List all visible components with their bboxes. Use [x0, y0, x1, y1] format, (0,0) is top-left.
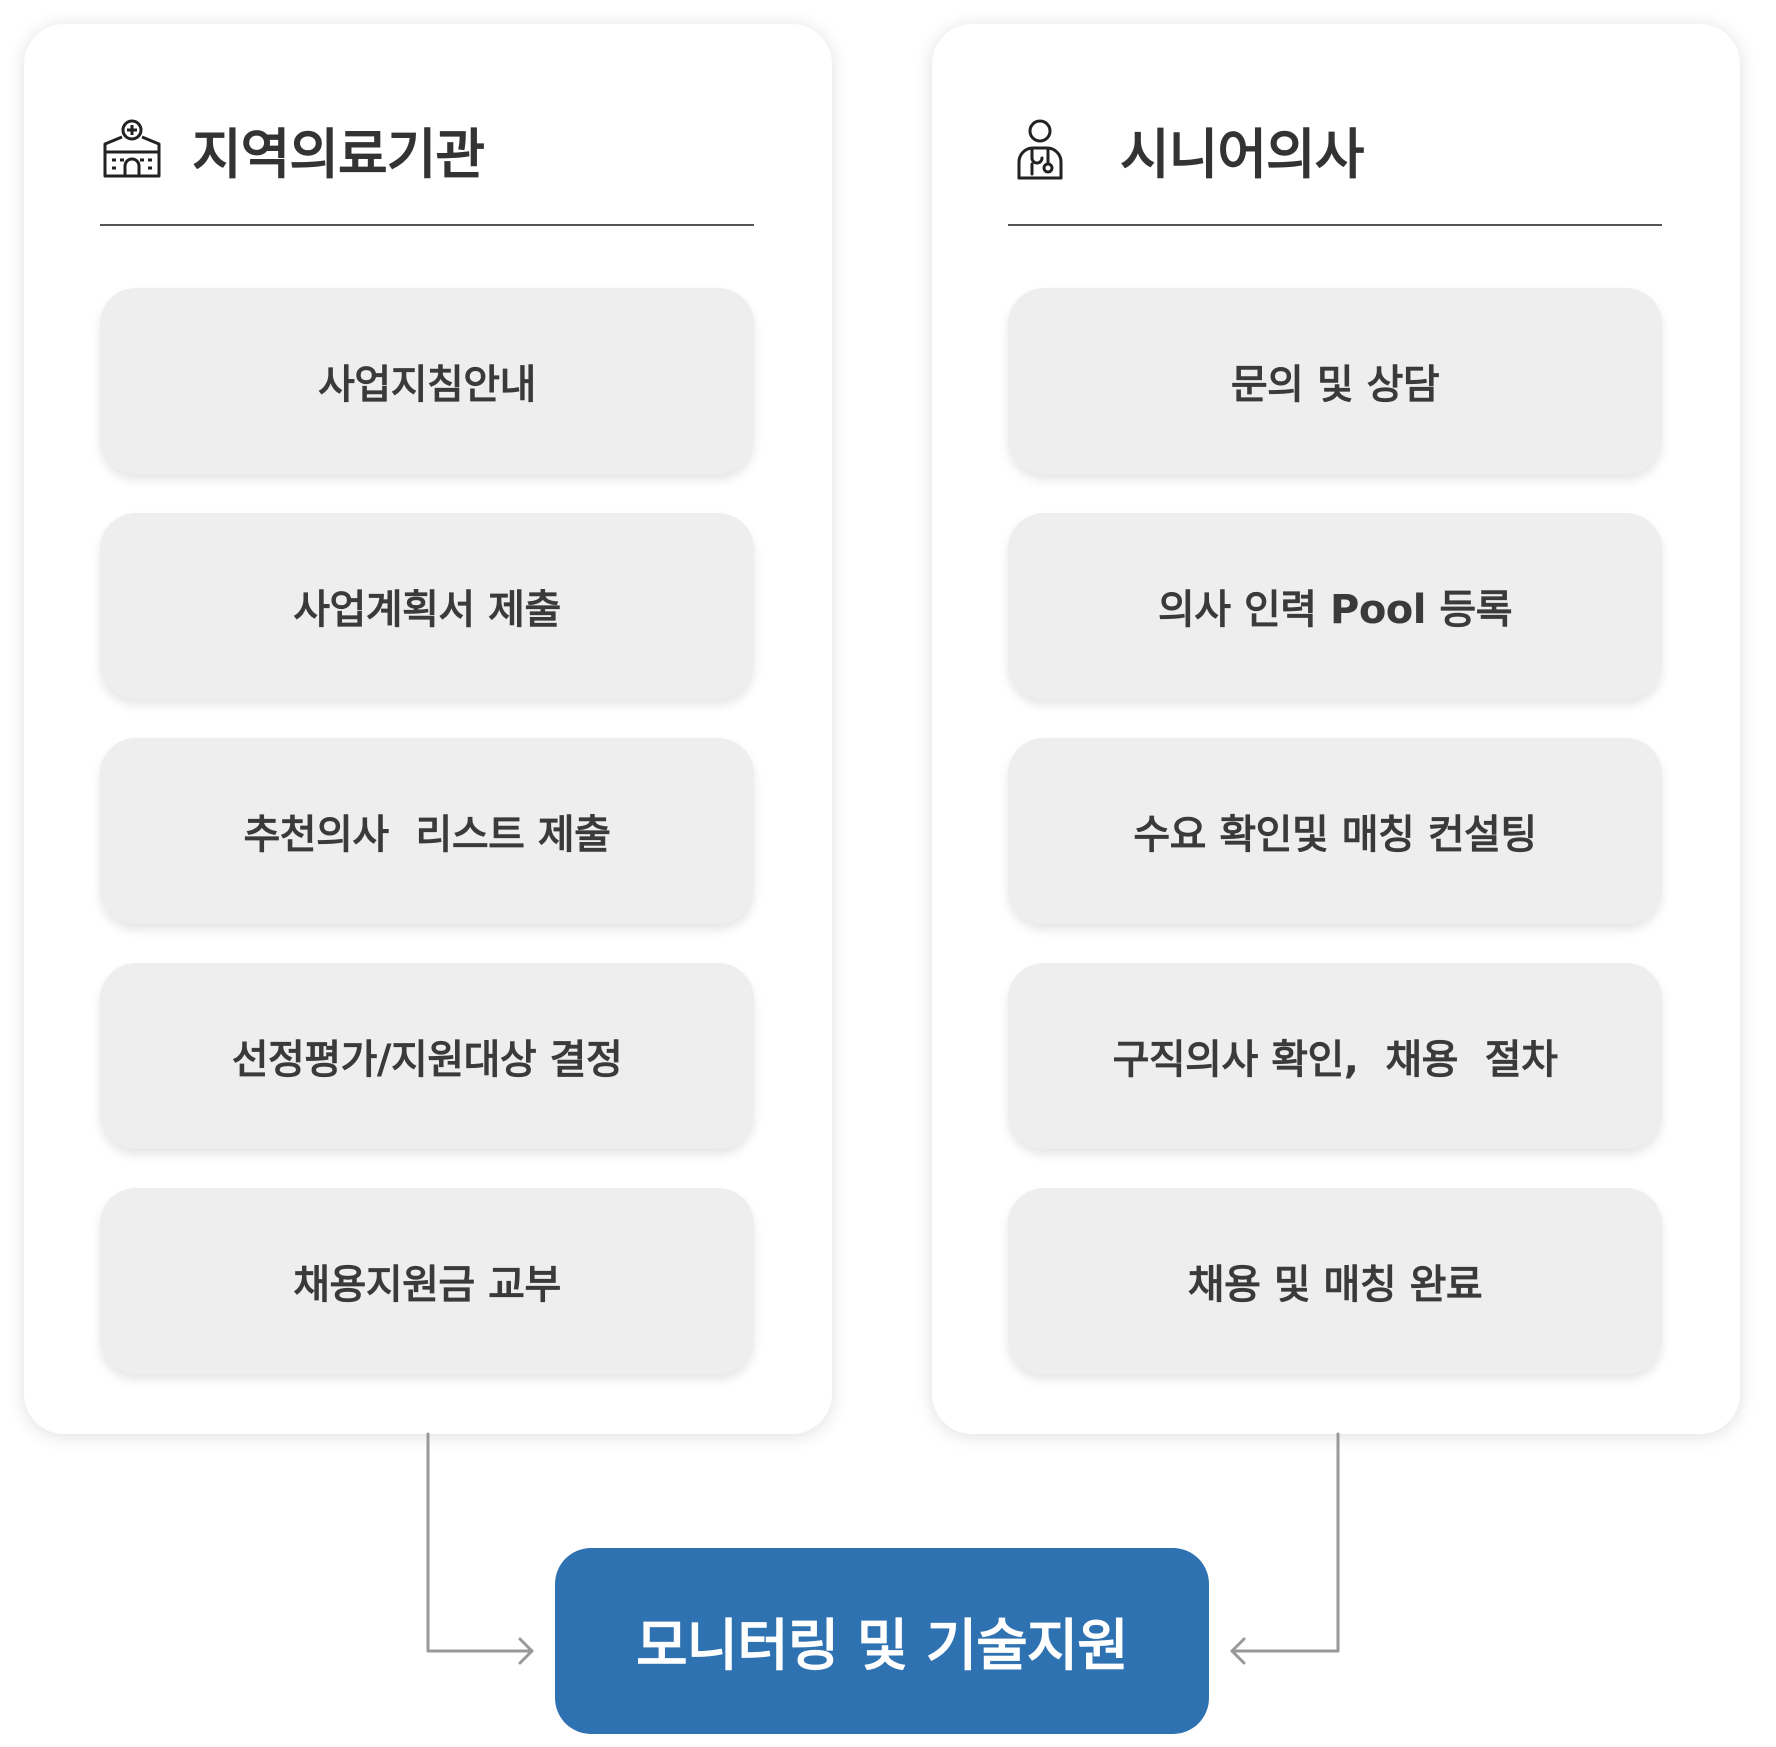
left-step-2: 사업계획서 제출	[100, 513, 754, 699]
left-panel-title: 지역의료기관	[192, 122, 485, 186]
left-steps: 사업지침안내 사업계획서 제출 추천의사 리스트 제출 선정평가/지원대상 결정…	[100, 288, 754, 1413]
monitoring-support-label: 모니터링 및 기술지원	[636, 1613, 1129, 1679]
right-arrowhead	[1230, 1637, 1246, 1665]
left-step-1: 사업지침안내	[100, 288, 754, 474]
doctor-icon	[1008, 117, 1072, 181]
left-step-5: 채용지원금 교부	[100, 1188, 754, 1374]
right-step-5: 채용 및 매칭 완료	[1008, 1188, 1662, 1374]
left-panel: 지역의료기관 사업지침안내 사업계획서 제출 추천의사 리스트 제출 선정평가/…	[24, 24, 832, 1434]
left-connector	[426, 1432, 534, 1653]
right-panel: 시니어의사 문의 및 상담 의사 인력 Pool 등록 수요 확인및 매칭 컨설…	[932, 24, 1740, 1434]
right-connector	[1230, 1432, 1340, 1653]
left-step-3: 추천의사 리스트 제출	[100, 738, 754, 924]
right-panel-header: 시니어의사	[1008, 84, 1364, 214]
right-divider	[1008, 224, 1662, 226]
left-panel-header: 지역의료기관	[100, 84, 485, 214]
right-panel-title: 시니어의사	[1120, 122, 1364, 186]
right-step-3: 수요 확인및 매칭 컨설팅	[1008, 738, 1662, 924]
hospital-icon	[100, 117, 164, 181]
right-step-1: 문의 및 상담	[1008, 288, 1662, 474]
left-divider	[100, 224, 754, 226]
monitoring-support-box: 모니터링 및 기술지원	[555, 1548, 1209, 1734]
right-step-4: 구직의사 확인, 채용 절차	[1008, 963, 1662, 1149]
left-step-4: 선정평가/지원대상 결정	[100, 963, 754, 1149]
right-step-2: 의사 인력 Pool 등록	[1008, 513, 1662, 699]
left-arrowhead	[518, 1637, 534, 1665]
right-steps: 문의 및 상담 의사 인력 Pool 등록 수요 확인및 매칭 컨설팅 구직의사…	[1008, 288, 1662, 1413]
